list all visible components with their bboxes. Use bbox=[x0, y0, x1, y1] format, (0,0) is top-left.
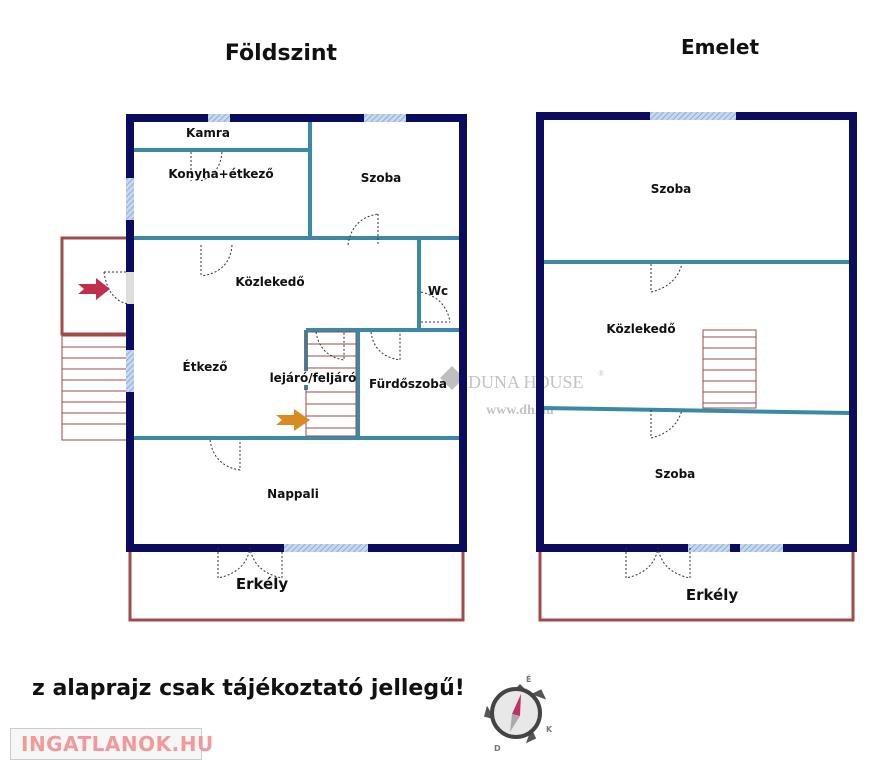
room-label-konyha: Konyha+étkező bbox=[168, 167, 273, 181]
compass-icon: É K D bbox=[484, 673, 553, 753]
room-label-kozlekedo: Közlekedő bbox=[235, 275, 304, 289]
upper-floor-plan: Emelet Szoba Közlekedő Szoba Erkély bbox=[536, 35, 857, 622]
room-label-etkezo: Étkező bbox=[183, 359, 228, 374]
window bbox=[740, 544, 783, 552]
duna-house-logo-icon bbox=[440, 366, 464, 390]
door-upper-szoba-bottom[interactable] bbox=[650, 409, 683, 439]
window bbox=[364, 114, 406, 122]
lejaro-label-group: lejáró/feljáró bbox=[270, 371, 357, 385]
entry-door-opening bbox=[126, 272, 134, 304]
watermark-registered: ® bbox=[598, 369, 604, 378]
ingatlanok-logo: INGATLANOK.HU bbox=[10, 728, 213, 760]
window bbox=[688, 544, 730, 552]
source-logo-text: INGATLANOK.HU bbox=[21, 732, 214, 756]
upper-balcony bbox=[538, 548, 855, 622]
room-label-erkely: Erkély bbox=[236, 575, 289, 593]
room-label-upper-erkely: Erkély bbox=[686, 586, 739, 604]
upper-floor-title: Emelet bbox=[681, 35, 759, 59]
watermark-brand: DUNA HOUSE bbox=[468, 372, 584, 392]
upper-outer-walls bbox=[536, 112, 857, 552]
window bbox=[208, 114, 230, 122]
window bbox=[284, 544, 368, 552]
entry-stairs bbox=[61, 335, 129, 441]
ground-floor-title: Földszint bbox=[225, 41, 338, 66]
room-label-wc: Wc bbox=[428, 284, 448, 298]
room-label-upper-szoba-bottom: Szoba bbox=[655, 467, 696, 481]
room-label-upper-szoba-top: Szoba bbox=[651, 182, 692, 196]
entry-arrow-icon bbox=[78, 278, 110, 300]
window bbox=[126, 178, 134, 220]
ground-floor-plan: Földszint bbox=[60, 41, 467, 622]
compass-label-east: K bbox=[546, 725, 553, 734]
compass-label-north: É bbox=[526, 673, 531, 684]
door-kozlekedo[interactable] bbox=[200, 244, 233, 277]
room-label-kamra: Kamra bbox=[186, 126, 230, 140]
stairs-arrow-icon bbox=[276, 409, 310, 431]
door-upper-balcony[interactable] bbox=[625, 547, 691, 579]
room-label-nappali: Nappali bbox=[267, 487, 319, 501]
room-label-lejaro: lejáró/feljáró bbox=[270, 371, 357, 385]
window bbox=[650, 112, 736, 120]
door-furdoszoba[interactable] bbox=[370, 331, 401, 361]
door-szoba[interactable] bbox=[347, 213, 379, 246]
door-stairs[interactable] bbox=[315, 331, 345, 361]
ground-balcony bbox=[128, 548, 465, 622]
lejaro-label-backing bbox=[272, 371, 354, 385]
upper-inner-wall bbox=[541, 406, 851, 415]
upper-stairs bbox=[702, 329, 757, 409]
ground-outer-walls bbox=[126, 114, 467, 552]
door-upper-szoba-top[interactable] bbox=[650, 263, 683, 293]
door-nappali[interactable] bbox=[209, 439, 241, 471]
door-wc[interactable] bbox=[420, 291, 451, 323]
room-label-szoba: Szoba bbox=[361, 171, 402, 185]
room-label-upper-kozlekedo: Közlekedő bbox=[606, 322, 675, 336]
room-label-furdoszoba: Fürdőszoba bbox=[369, 377, 447, 391]
disclaimer-text: z alaprajz csak tájékoztató jellegű! bbox=[32, 676, 465, 701]
door-kamra[interactable] bbox=[190, 151, 223, 182]
door-balcony[interactable] bbox=[217, 547, 283, 579]
door-entry[interactable] bbox=[103, 271, 129, 305]
compass-label-south: D bbox=[494, 744, 501, 753]
window bbox=[126, 350, 134, 392]
